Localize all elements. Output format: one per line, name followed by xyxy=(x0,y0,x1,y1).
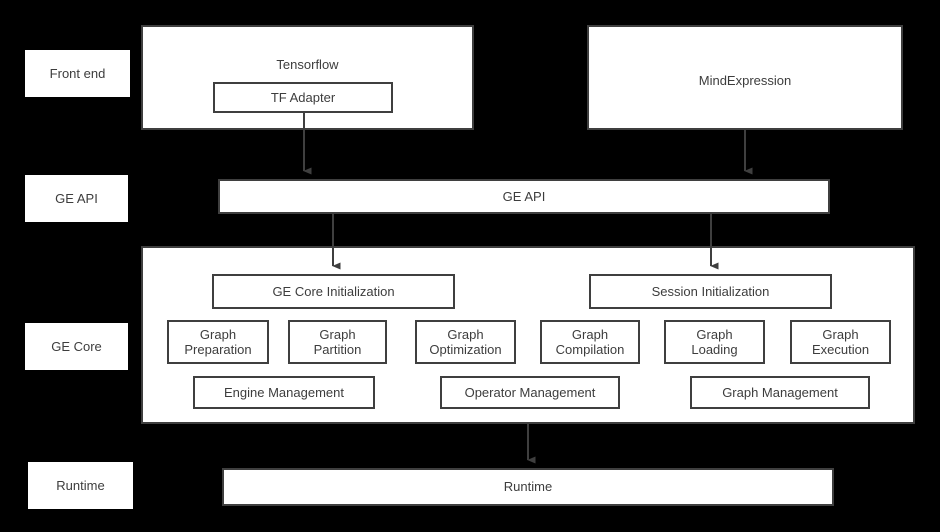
runtime-bar-label: Runtime xyxy=(503,479,553,495)
session-initialization-label: Session Initialization xyxy=(651,283,770,299)
engine-management-box[interactable]: Engine Management xyxy=(193,376,375,409)
tf-adapter-box[interactable]: TF Adapter xyxy=(213,82,393,113)
tensorflow-title: Tensorflow xyxy=(276,57,339,72)
graph-optimization-box[interactable]: Graph Optimization xyxy=(415,320,516,364)
stage-label-runtime-text: Runtime xyxy=(56,477,105,493)
graph-management-label: Graph Management xyxy=(722,384,838,400)
ge-api-bar[interactable]: GE API xyxy=(218,179,830,214)
graph-optimization-label: Graph Optimization xyxy=(429,326,502,357)
runtime-bar[interactable]: Runtime xyxy=(222,468,834,506)
graph-compilation-label: Graph Compilation xyxy=(555,326,625,357)
graph-partition-box[interactable]: Graph Partition xyxy=(288,320,387,364)
graph-execution-label: Graph Execution xyxy=(811,326,870,357)
ge-core-initialization-box[interactable]: GE Core Initialization xyxy=(212,274,455,309)
stage-label-ge-api: GE API xyxy=(25,175,128,222)
mindexpression-container: MindExpression xyxy=(587,25,903,130)
graph-management-box[interactable]: Graph Management xyxy=(690,376,870,409)
graph-preparation-box[interactable]: Graph Preparation xyxy=(167,320,269,364)
tensorflow-container: Tensorflow xyxy=(141,25,474,130)
session-initialization-box[interactable]: Session Initialization xyxy=(589,274,832,309)
graph-loading-box[interactable]: Graph Loading xyxy=(664,320,765,364)
graph-execution-box[interactable]: Graph Execution xyxy=(790,320,891,364)
stage-label-front-end-text: Front end xyxy=(49,65,106,81)
stage-label-ge-api-text: GE API xyxy=(55,190,98,206)
tf-adapter-label: TF Adapter xyxy=(270,89,336,105)
graph-compilation-box[interactable]: Graph Compilation xyxy=(540,320,640,364)
mindexpression-title: MindExpression xyxy=(698,73,792,88)
graph-loading-label: Graph Loading xyxy=(691,326,738,357)
stage-label-front-end: Front end xyxy=(25,50,130,97)
stage-label-runtime: Runtime xyxy=(28,462,133,509)
operator-management-label: Operator Management xyxy=(464,384,596,400)
stage-label-ge-core: GE Core xyxy=(25,323,128,370)
ge-api-bar-label: GE API xyxy=(502,188,546,204)
graph-preparation-label: Graph Preparation xyxy=(184,326,252,357)
engine-management-label: Engine Management xyxy=(224,384,344,400)
graph-partition-label: Graph Partition xyxy=(313,326,362,357)
ge-core-initialization-label: GE Core Initialization xyxy=(272,283,395,299)
stage-label-ge-core-text: GE Core xyxy=(51,338,102,354)
operator-management-box[interactable]: Operator Management xyxy=(440,376,620,409)
